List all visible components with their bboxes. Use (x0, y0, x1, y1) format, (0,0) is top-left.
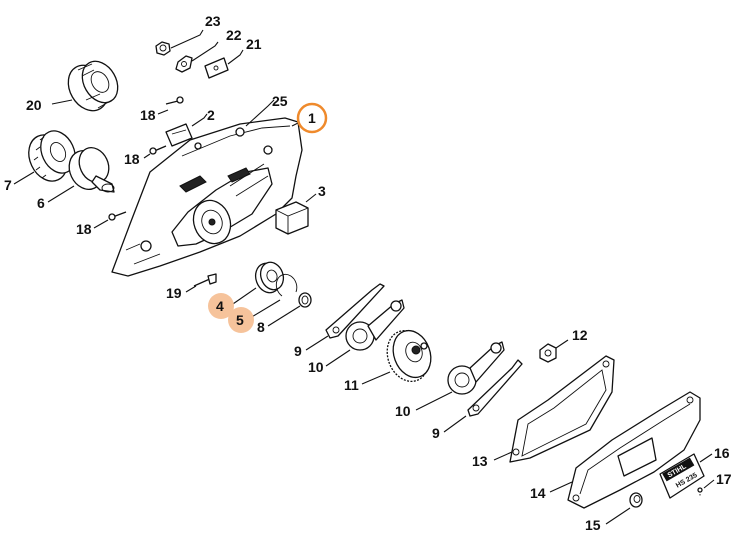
label-part-18-low: 18 (76, 221, 92, 237)
part-21-plate[interactable] (204, 57, 229, 79)
part-11-gear-wheel[interactable] (380, 325, 437, 388)
label-part-8: 8 (257, 319, 265, 335)
part-9-plate-upper[interactable] (325, 283, 385, 339)
part-8-ring[interactable] (298, 292, 312, 308)
label-part-3: 3 (318, 183, 326, 199)
label-part-9-upper: 9 (294, 343, 302, 359)
part-18-screw-mid[interactable] (149, 145, 167, 155)
part-7-gear[interactable] (22, 125, 82, 187)
part-23-nut[interactable] (155, 41, 171, 56)
part-2-cover[interactable] (165, 123, 193, 147)
part-22-washer[interactable] (175, 55, 193, 73)
label-part-11: 11 (344, 377, 359, 393)
label-part-12: 12 (572, 327, 588, 343)
part-13-gasket[interactable] (509, 355, 615, 463)
label-part-16: 16 (714, 445, 730, 461)
label-part-1: 1 (308, 110, 316, 126)
part-20-bearing[interactable] (60, 55, 124, 118)
part-17-screw[interactable] (697, 487, 703, 496)
part-4-ball-bearing[interactable] (252, 259, 288, 296)
part-6-pinion[interactable] (63, 143, 115, 195)
label-part-10-upper: 10 (308, 359, 324, 375)
part-10-rod-upper[interactable] (345, 299, 405, 351)
label-part-4: 4 (216, 298, 224, 314)
part-18-screw-low[interactable] (108, 211, 127, 221)
label-part-18-mid: 18 (124, 151, 140, 167)
label-part-7: 7 (4, 177, 12, 193)
label-part-2: 2 (207, 107, 215, 123)
part-9-plate-lower[interactable] (467, 359, 523, 417)
label-part-5: 5 (236, 312, 244, 328)
part-1-gear-housing[interactable] (111, 117, 303, 277)
label-part-18-top: 18 (140, 107, 156, 123)
related-part-5-callout[interactable] (228, 307, 254, 333)
label-part-22: 22 (226, 27, 242, 43)
label-part-6: 6 (37, 195, 45, 211)
part-14-cover[interactable] (567, 391, 701, 509)
label-part-20: 20 (26, 97, 42, 113)
selected-part-callout[interactable] (296, 102, 328, 134)
label-part-13: 13 (472, 453, 488, 469)
label-part-14: 14 (530, 485, 546, 501)
label-part-10-lower: 10 (395, 403, 411, 419)
label-part-25: 25 (272, 93, 288, 109)
label-part-15: 15 (585, 517, 601, 533)
related-part-4-callout[interactable] (208, 293, 234, 319)
part-10-rod-lower[interactable] (447, 341, 505, 395)
part-5-circlip[interactable] (275, 273, 298, 297)
part-12-nut[interactable] (539, 343, 557, 363)
label-part-21: 21 (246, 36, 262, 52)
part-15-plug[interactable] (629, 492, 643, 508)
label-part-17: 17 (716, 471, 732, 487)
part-18-screw-top[interactable] (165, 96, 184, 105)
label-part-19: 19 (166, 285, 182, 301)
label-part-9-lower: 9 (432, 425, 440, 441)
part-3-block[interactable] (275, 201, 309, 235)
label-part-23: 23 (205, 13, 221, 29)
part-19-screw[interactable] (193, 273, 217, 287)
